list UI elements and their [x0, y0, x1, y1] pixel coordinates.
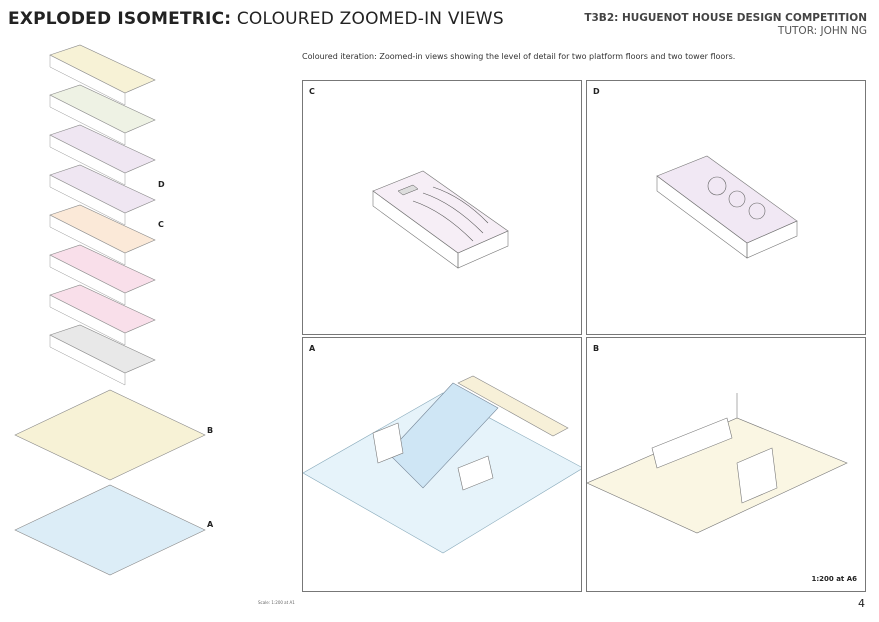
tower-floor-slab [49, 284, 156, 334]
caption: Coloured iteration: Zoomed-in views show… [302, 52, 736, 61]
page-number: 4 [858, 597, 865, 610]
tower-floor-wall [49, 334, 126, 386]
platform-b [14, 389, 206, 481]
label-b: B [207, 426, 214, 435]
tower-floor-wall [49, 174, 126, 226]
exploded-isometric-drawing [14, 44, 206, 576]
panel-b: B 1:200 at A6 [586, 337, 866, 592]
tower-floor-slab [49, 84, 156, 134]
tower-floor-wall [49, 54, 126, 106]
tower-floor-slab [49, 164, 156, 214]
tower-floor-wall [49, 94, 126, 146]
tower-floor-slab [49, 124, 156, 174]
floor-b-drawing [587, 393, 848, 534]
tutor-name: TUTOR: JOHN NG [777, 25, 867, 37]
floor-a-drawing [303, 375, 581, 554]
scale-note: Scale: 1:200 at A1 [258, 600, 295, 605]
floor-c-drawing [372, 170, 509, 269]
tower-floor-wall [49, 214, 126, 266]
project-title: T3B2: HUGUENOT HOUSE DESIGN COMPETITION [584, 12, 867, 24]
tower-floor-slab [49, 244, 156, 294]
tower-floor-wall [49, 134, 126, 186]
tower-floor-wall [49, 254, 126, 306]
label-a: A [207, 520, 214, 529]
scale-label: 1:200 at A6 [811, 575, 857, 583]
tower-floor-slab [49, 44, 156, 94]
panel-c: C [302, 80, 582, 335]
platform-a [14, 484, 206, 576]
label-c: C [158, 220, 164, 229]
tower-floor-slab [49, 204, 156, 254]
label-d: D [158, 180, 165, 189]
panel-d: D [586, 80, 866, 335]
panel-a: A [302, 337, 582, 592]
sheet-title: EXPLODED ISOMETRIC: COLOURED ZOOMED-IN V… [8, 9, 504, 29]
tower-floor-wall [49, 294, 126, 346]
tower-floor-slab [49, 324, 156, 374]
floor-d-drawing [656, 155, 798, 259]
